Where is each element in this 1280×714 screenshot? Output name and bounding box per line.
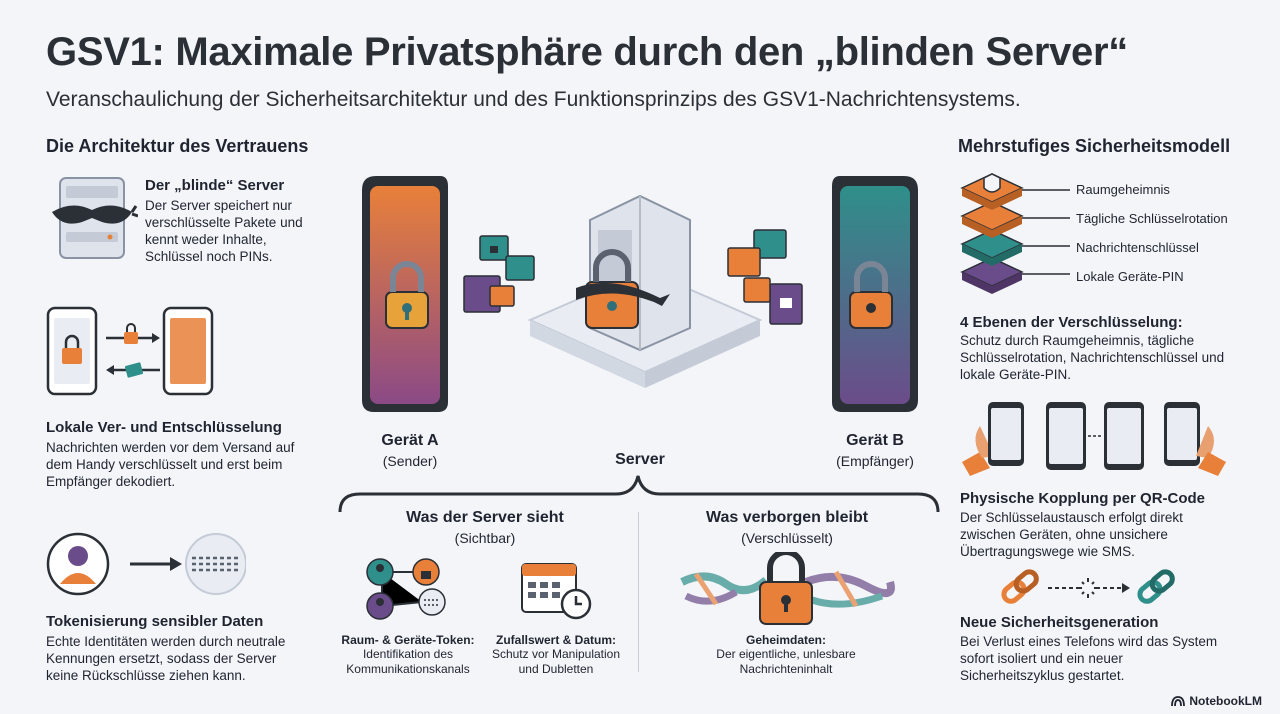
- visible-item-1-title: Raum- & Geräte-Token:: [341, 633, 475, 647]
- brace-connector: [338, 475, 940, 513]
- hidden-sub: (Verschlüsselt): [741, 530, 833, 546]
- encrypted-packets-left-icon: [463, 235, 535, 313]
- right-item-3-title: Neue Sicherheitsgeneration: [960, 614, 1159, 631]
- visible-header: Was der Server sieht (Sichtbar): [360, 509, 610, 546]
- device-b-name: Gerät B: [846, 432, 904, 449]
- device-b-role: (Empfänger): [836, 453, 914, 469]
- left-item-3-title: Tokenisierung sensibler Daten: [46, 613, 264, 630]
- device-b-label: Gerät B (Empfänger): [810, 432, 940, 469]
- visible-item-2-text: Schutz vor Manipulation und Dubletten: [491, 647, 621, 676]
- page-subtitle: Veranschaulichung der Sicherheitsarchite…: [46, 88, 1021, 111]
- layer-3-label: Nachrichtenschlüssel: [1076, 240, 1199, 255]
- device-a-role: (Sender): [382, 453, 438, 469]
- device-b-phone-icon: [832, 176, 918, 412]
- left-item-1-text: Der Server speichert nur verschlüsselte …: [145, 198, 303, 264]
- hidden-item-1-title: Geheimdaten:: [745, 633, 826, 647]
- encrypted-packets-right-icon: [727, 229, 803, 325]
- server-label: Server: [580, 451, 700, 469]
- left-item-3-text: Echte Identitäten werden durch neutrale …: [46, 634, 286, 683]
- layered-security-stack-icon: [960, 173, 1070, 294]
- tokenization-icon: [46, 532, 246, 596]
- device-a-label: Gerät A (Sender): [350, 432, 470, 469]
- left-heading: Die Architektur des Vertrauens: [46, 136, 309, 156]
- left-item-1-title: Der „blinde“ Server: [145, 177, 285, 194]
- server-label-text: Server: [615, 451, 665, 468]
- notebooklm-icon: [1171, 696, 1186, 707]
- broken-link-new-chain-icon: [1001, 569, 1175, 604]
- right-item-2-title: Physische Kopplung per QR-Code: [960, 490, 1206, 507]
- visible-item-2: Zufallswert & Datum: Schutz vor Manipula…: [484, 633, 628, 677]
- page-title: GSV1: Maximale Privatsphäre durch den „b…: [46, 30, 1128, 74]
- brand-name: NotebookLM: [1189, 694, 1262, 708]
- blind-server-illustration: [527, 194, 763, 388]
- device-a-phone-icon: [362, 176, 448, 412]
- left-item-2-text: Nachrichten werden vor dem Versand auf d…: [46, 440, 295, 489]
- blind-server-icon: [52, 177, 138, 259]
- hidden-header: Was verborgen bleibt (Verschlüsselt): [662, 509, 912, 546]
- visible-sub: (Sichtbar): [454, 530, 516, 546]
- right-item-3-text: Bei Verlust eines Telefons wird das Syst…: [960, 634, 1218, 683]
- phone-exchange-icon: [46, 306, 214, 396]
- right-heading: Mehrstufiges Sicherheitsmodell: [958, 136, 1231, 156]
- layer-1-label: Raumgeheimnis: [1076, 182, 1170, 197]
- right-item-2-text: Der Schlüsselaustausch erfolgt direkt zw…: [960, 510, 1183, 559]
- left-item-2-title: Lokale Ver- und Entschlüsselung: [46, 419, 282, 436]
- right-item-1-title: 4 Ebenen der Verschlüsselung:: [960, 314, 1183, 331]
- layer-2-label: Tägliche Schlüsselrotation: [1076, 211, 1228, 226]
- brand-logo: NotebookLM: [1171, 694, 1262, 708]
- calendar-clock-icon: [521, 563, 592, 620]
- hidden-item-1: Geheimdaten: Der eigentliche, unlesbare …: [696, 633, 876, 677]
- visible-item-1-text: Identifikation des Kommunikationskanals: [346, 647, 470, 676]
- hidden-item-1-text: Der eigentliche, unlesbare Nachrichtenin…: [716, 647, 856, 676]
- scrambled-data-lock-icon: [680, 552, 895, 625]
- qr-pairing-phones-icon: [962, 402, 1226, 476]
- visible-heading: Was der Server sieht: [406, 509, 564, 526]
- visible-item-1: Raum- & Geräte-Token: Identifikation des…: [338, 633, 478, 677]
- right-item-1-text: Schutz durch Raumgeheimnis, tägliche Sch…: [960, 333, 1225, 382]
- center-divider: [638, 512, 639, 672]
- visible-item-2-title: Zufallswert & Datum:: [495, 633, 616, 647]
- token-network-icon: [366, 558, 446, 620]
- layer-4-label: Lokale Geräte-PIN: [1076, 269, 1184, 284]
- device-a-name: Gerät A: [381, 432, 439, 449]
- hidden-heading: Was verborgen bleibt: [705, 509, 869, 526]
